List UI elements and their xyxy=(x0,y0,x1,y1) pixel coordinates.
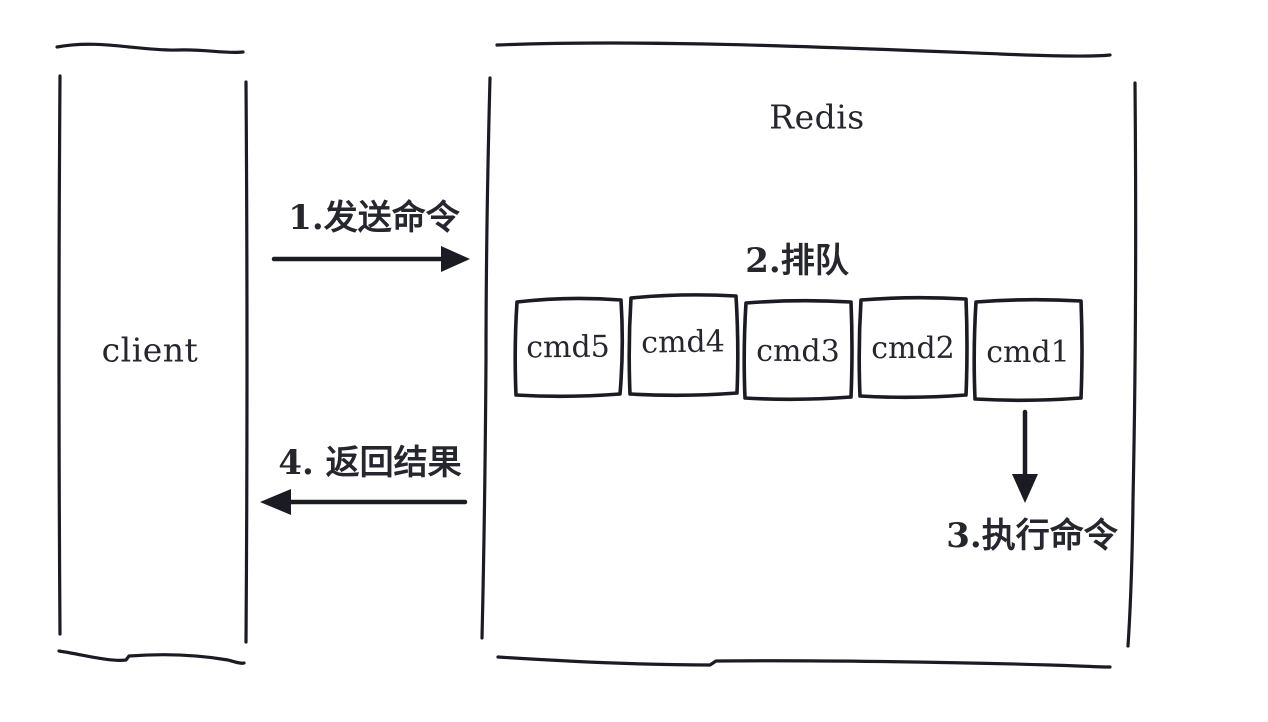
queue-box-cmd4 xyxy=(627,293,740,398)
queue-item-label: cmd3 xyxy=(756,333,840,370)
redis-box xyxy=(480,41,1138,669)
queue-item-label: cmd5 xyxy=(526,329,610,366)
redis-box-top xyxy=(495,41,1112,58)
redis-label: Redis xyxy=(769,97,865,137)
client-box-right xyxy=(244,80,249,644)
queue-item-label: cmd4 xyxy=(640,324,726,361)
queue-box-cmd2 xyxy=(857,295,969,400)
step4-return-result-label: 4. 返回结果 xyxy=(278,443,462,483)
queue-box-cmd5 xyxy=(513,296,625,399)
queue-box-cmd3 xyxy=(742,298,854,402)
queue-item-label: cmd1 xyxy=(986,335,1070,370)
queue-boxes xyxy=(513,293,1084,403)
client-box-bottom xyxy=(57,649,246,665)
redis-box-bottom xyxy=(496,655,1112,669)
client-box xyxy=(55,42,249,665)
queue-item-label: cmd2 xyxy=(871,331,955,366)
client-label: client xyxy=(101,330,199,370)
client-box-top xyxy=(55,42,245,55)
step3-execute-command-label: 3.执行命令 xyxy=(946,516,1118,556)
redis-box-right xyxy=(1126,81,1138,648)
queue-box-cmd1 xyxy=(972,297,1084,403)
step1-send-command-label: 1.发送命令 xyxy=(288,198,460,238)
execute-command-arrow xyxy=(1012,409,1038,503)
redis-box-left xyxy=(480,76,492,640)
client-box-left xyxy=(57,74,62,636)
step2-queue-label: 2.排队 xyxy=(745,241,849,281)
return-result-arrow xyxy=(260,489,468,515)
send-command-arrow xyxy=(271,246,470,272)
